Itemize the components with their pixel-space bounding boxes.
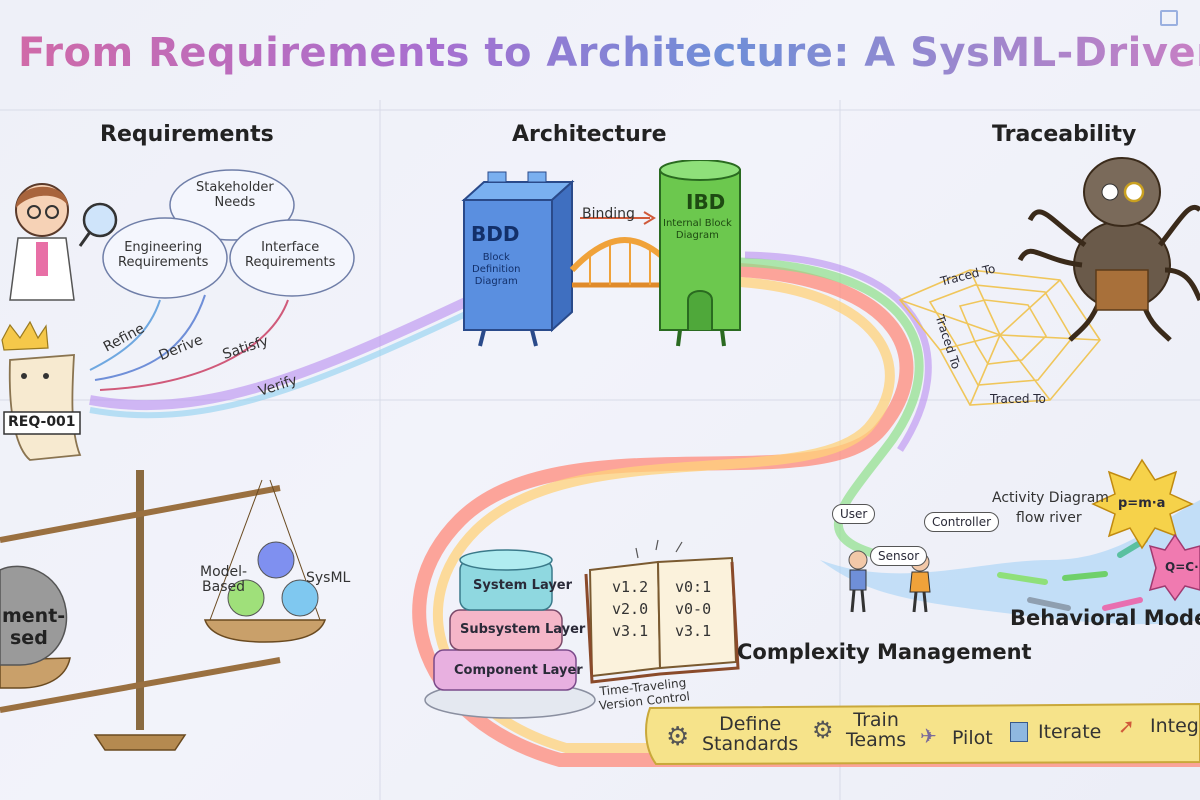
complexity-scene (424, 539, 740, 719)
step-train-teams: Train Teams (846, 710, 906, 750)
traceability-header: Traceability (992, 122, 1137, 147)
cloud-engineering-line2: Requirements (118, 255, 209, 270)
model-based-line2: Based (202, 579, 246, 595)
cloud-stakeholder-line1: Stakeholder (196, 180, 274, 195)
book-icon (1010, 722, 1028, 742)
bdd-abbr: BDD (471, 222, 520, 246)
formula-second: Q=C· (1165, 560, 1199, 574)
traceability-scene (898, 157, 1200, 406)
balance-scale (0, 470, 327, 751)
book-left-v1: v1.2 (612, 578, 649, 596)
actor-user-tag: User (832, 504, 876, 524)
share-icon (1160, 10, 1178, 26)
scale-sysml: SysML (306, 570, 351, 586)
cloud-stakeholder: Stakeholder Needs (196, 180, 274, 210)
binding-label: Binding (582, 206, 635, 222)
book-right-v1: v0:1 (675, 578, 712, 596)
step-iterate: Iterate (1038, 721, 1102, 743)
bdd-name-line2: Definition (472, 264, 521, 275)
step-train-line2: Teams (846, 729, 907, 751)
architecture-scene (461, 160, 741, 347)
book-right-versions: v0:1 v0-0 v3.1 (675, 576, 711, 642)
step-define-line2: Standards (702, 733, 799, 755)
activity-diagram-title: Activity Diagram (992, 490, 1109, 506)
ibd-name-line1: Internal Block (663, 218, 732, 229)
book-right-v2: v0-0 (675, 600, 712, 618)
bdd-name-line3: Diagram (474, 276, 518, 287)
traced-to-3: Traced To (990, 392, 1046, 406)
step-integrate: Integ (1150, 715, 1199, 737)
actor-controller-tag: Controller (924, 512, 1000, 532)
actor-sensor-tag: Sensor (870, 546, 928, 566)
behavioral-scene (848, 458, 1200, 613)
cake-component-layer: Component Layer (454, 663, 583, 678)
step-define-line1: Define (719, 713, 782, 735)
step-pilot: Pilot (952, 727, 993, 749)
bdd-name: Block Definition Diagram (472, 252, 520, 288)
step-define-standards: Define Standards (702, 714, 798, 754)
activity-diagram-subtitle: flow river (1016, 510, 1082, 526)
ibd-name: Internal Block Diagram (663, 218, 732, 242)
formula-newton: p=m·a (1118, 496, 1166, 511)
cloud-stakeholder-line2: Needs (214, 195, 256, 210)
cloud-engineering: Engineering Requirements (118, 240, 208, 270)
step-train-line1: Train (853, 709, 899, 731)
gear-icon: ⚙ (812, 716, 834, 744)
scale-left-line1: ment- (2, 605, 66, 627)
cake-subsystem-layer: Subsystem Layer (460, 622, 586, 637)
pilot-icon: ✈ (920, 724, 937, 748)
bdd-name-line1: Block (482, 252, 510, 263)
steps-banner (645, 702, 1200, 766)
ibd-name-line2: Diagram (675, 230, 719, 241)
page-title: From Requirements to Architecture: A Sys… (18, 30, 1200, 100)
cloud-engineering-line1: Engineering (124, 240, 203, 255)
architecture-header: Architecture (512, 122, 667, 147)
scale-left-line2: sed (10, 627, 48, 649)
book-right-v3: v3.1 (675, 622, 712, 640)
gear-icon: ⚙ (666, 722, 690, 752)
book-left-versions: v1.2 v2.0 v3.1 (612, 576, 648, 642)
requirements-scene (1, 169, 355, 461)
requirements-header: Requirements (100, 122, 274, 147)
cloud-interface-line1: Interface (261, 240, 320, 255)
book-left-v2: v2.0 (612, 600, 649, 618)
behavioral-header: Behavioral Modeling (1010, 606, 1200, 630)
cloud-interface-line2: Requirements (245, 255, 336, 270)
complexity-header: Complexity Management (737, 640, 1032, 664)
model-based-line1: Model- (200, 564, 248, 580)
ibd-abbr: IBD (686, 190, 726, 214)
req-tag: REQ-001 (8, 414, 76, 430)
cloud-interface: Interface Requirements (245, 240, 335, 270)
scale-model-based: Model- Based (200, 565, 247, 595)
book-left-v3: v3.1 (612, 622, 649, 640)
cake-system-layer: System Layer (473, 578, 573, 593)
scale-left-label: ment- sed (2, 605, 65, 649)
rocket-icon: ➚ (1118, 714, 1135, 738)
